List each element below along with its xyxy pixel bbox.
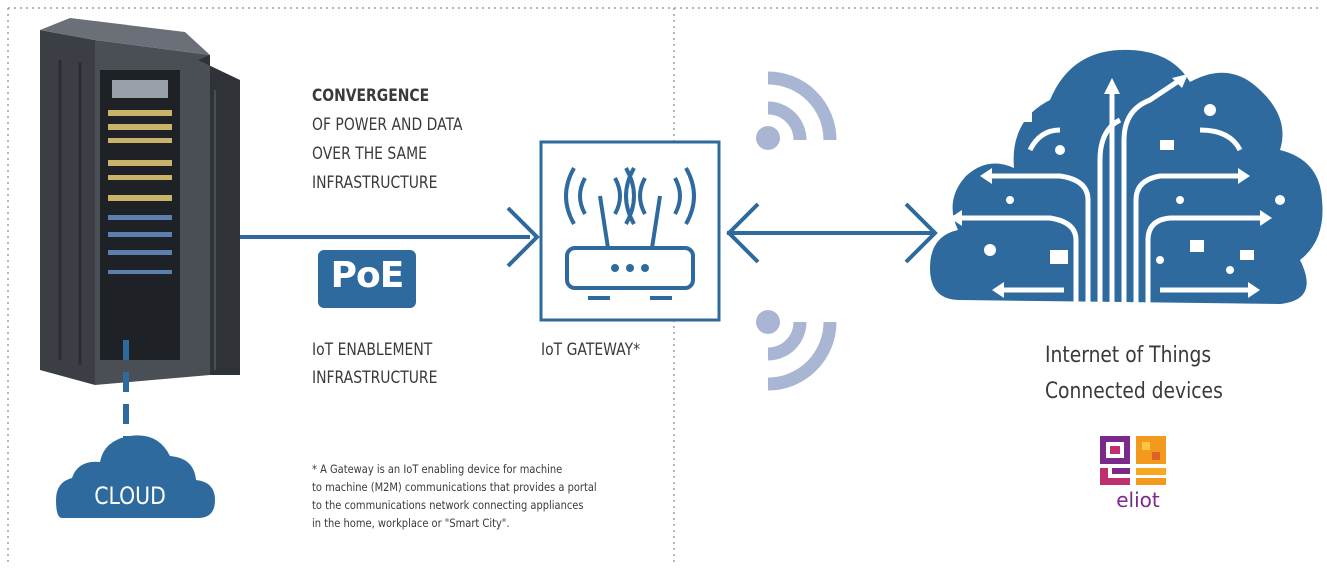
convergence-line2: OVER THE SAME (312, 144, 427, 164)
wifi-icon-bottom (756, 310, 837, 391)
enablement-line1: IoT ENABLEMENT (312, 340, 433, 360)
iot-label: Internet of Things Connected devices (1045, 338, 1223, 410)
router-icon (564, 167, 696, 300)
gateway-box (539, 140, 721, 322)
enablement-label: IoT ENABLEMENT INFRASTRUCTURE (312, 336, 437, 392)
iot-cloud-icon (930, 49, 1323, 305)
footnote-line3: to the communications network connecting… (312, 498, 584, 512)
footnote-line1: * A Gateway is an IoT enabling device fo… (312, 462, 563, 476)
server-rack-icon (40, 18, 240, 385)
footnote-line4: in the home, workplace or "Smart City". (312, 516, 510, 530)
iot-line2: Connected devices (1045, 379, 1223, 404)
eliot-logo (1100, 436, 1166, 485)
cloud-icon (56, 435, 215, 518)
eliot-wordmark: eliot (1116, 488, 1160, 512)
router-leds (611, 264, 649, 272)
footnote-line2: to machine (M2M) communications that pro… (312, 480, 597, 494)
footnote: * A Gateway is an IoT enabling device fo… (312, 460, 597, 532)
poe-logo: PoE (318, 250, 416, 308)
iot-line1: Internet of Things (1045, 343, 1212, 368)
arrow-right-head-2 (904, 202, 938, 264)
dotted-frame (7, 7, 1320, 565)
arrow-right-head (506, 206, 540, 268)
gateway-label: IoT GATEWAY* (541, 340, 641, 360)
wifi-icon-top (756, 71, 837, 150)
cloud-label: CLOUD (94, 482, 166, 510)
enablement-line2: INFRASTRUCTURE (312, 368, 438, 388)
convergence-line3: INFRASTRUCTURE (312, 173, 438, 193)
arrow-left-head (726, 202, 760, 264)
convergence-line1: OF POWER AND DATA (312, 115, 463, 135)
convergence-text: CONVERGENCE OF POWER AND DATA OVER THE S… (312, 82, 463, 198)
convergence-heading: CONVERGENCE (312, 86, 430, 106)
